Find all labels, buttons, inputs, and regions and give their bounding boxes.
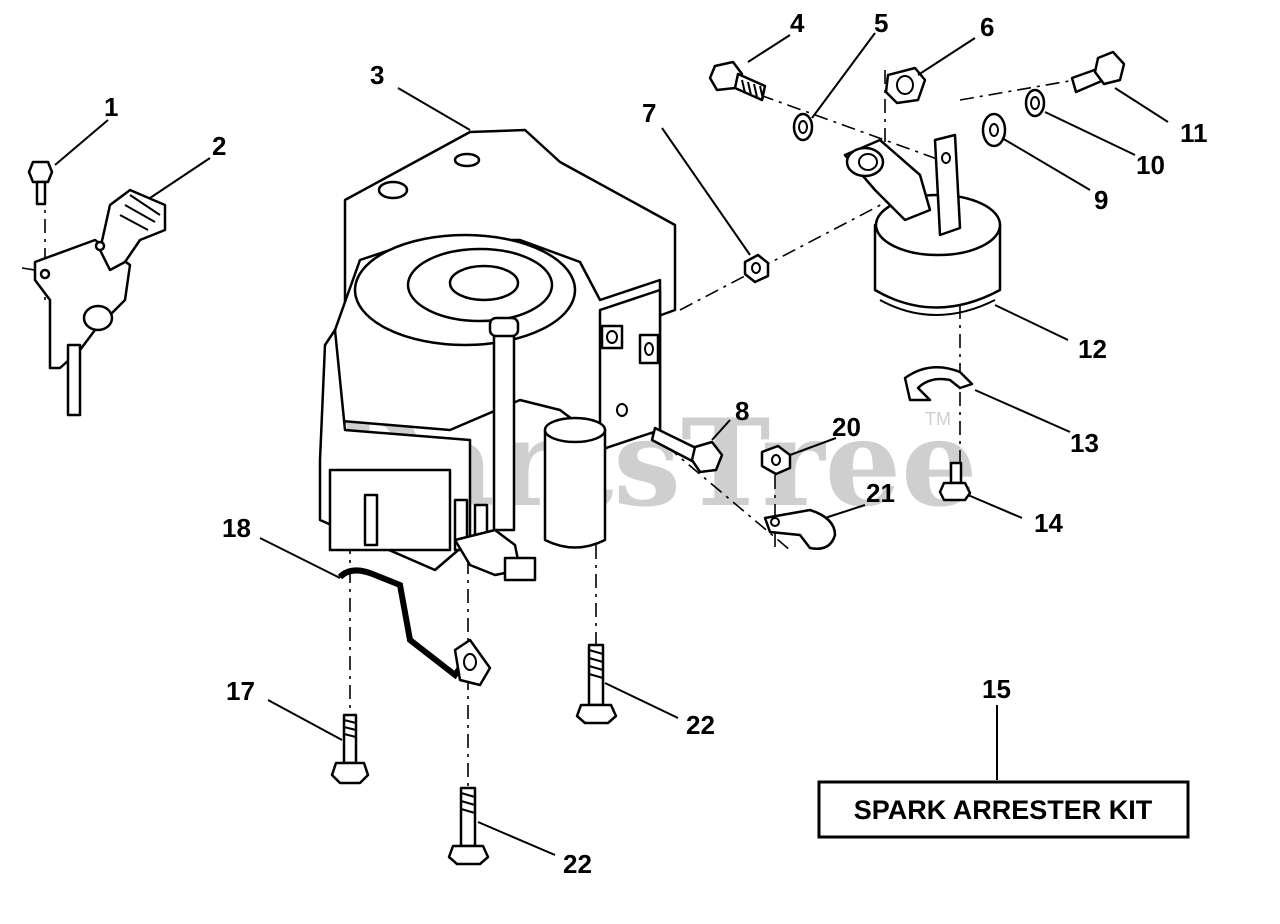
callout-2: 2 bbox=[212, 131, 226, 161]
callout-6: 6 bbox=[980, 12, 994, 42]
part-6-gasket bbox=[884, 66, 927, 105]
part-5-washer bbox=[792, 112, 814, 142]
callout-7: 7 bbox=[642, 98, 656, 128]
part-10-washer bbox=[1024, 88, 1046, 118]
part-12-muffler bbox=[843, 133, 1002, 316]
part-21-clamp bbox=[763, 508, 837, 550]
callout-13: 13 bbox=[1070, 428, 1099, 458]
callout-21: 21 bbox=[866, 478, 895, 508]
callout-8: 8 bbox=[735, 396, 749, 426]
kit-box-border bbox=[817, 780, 1190, 839]
part-13-clip bbox=[903, 365, 974, 402]
callout-22-upper: 22 bbox=[686, 710, 715, 740]
part-11-bolt bbox=[1070, 50, 1126, 94]
part-18-link-rod bbox=[337, 567, 492, 687]
callout-22-lower: 22 bbox=[563, 849, 592, 879]
part-9-washer bbox=[981, 112, 1007, 148]
callout-15: 15 bbox=[982, 674, 1011, 704]
part-1-bolt bbox=[27, 160, 54, 206]
part-20-nut bbox=[760, 444, 792, 476]
callout-20: 20 bbox=[832, 412, 861, 442]
leader-lines bbox=[54, 32, 1169, 856]
callout-9: 9 bbox=[1094, 185, 1108, 215]
kit-box-label: SPARK ARRESTER KIT bbox=[854, 795, 1153, 825]
part-22-bolt-upper bbox=[575, 643, 618, 725]
part-8-bolt bbox=[650, 426, 724, 474]
callout-11: 11 bbox=[1180, 118, 1208, 148]
callout-5: 5 bbox=[874, 8, 888, 38]
part-4-bolt bbox=[708, 60, 767, 102]
part-14-screw bbox=[938, 461, 972, 502]
part-7-nut bbox=[743, 253, 770, 284]
callout-14: 14 bbox=[1034, 508, 1063, 538]
part-17-bolt bbox=[330, 713, 370, 785]
part-3-engine bbox=[318, 128, 677, 582]
callout-12: 12 bbox=[1078, 334, 1107, 364]
part-2-throttle-control bbox=[33, 188, 167, 417]
callout-17: 17 bbox=[226, 676, 255, 706]
callout-4: 4 bbox=[790, 8, 805, 38]
callouts: 1 2 3 4 5 6 7 8 9 10 11 12 13 14 15 17 1… bbox=[104, 8, 1208, 879]
callout-18: 18 bbox=[222, 513, 251, 543]
callout-10: 10 bbox=[1136, 150, 1165, 180]
spark-arrester-kit-box: SPARK ARRESTER KIT bbox=[817, 780, 1190, 839]
watermark-tm: TM bbox=[925, 409, 951, 429]
part-22-bolt-lower bbox=[447, 786, 490, 866]
callout-1: 1 bbox=[104, 92, 118, 122]
callout-3: 3 bbox=[370, 60, 384, 90]
